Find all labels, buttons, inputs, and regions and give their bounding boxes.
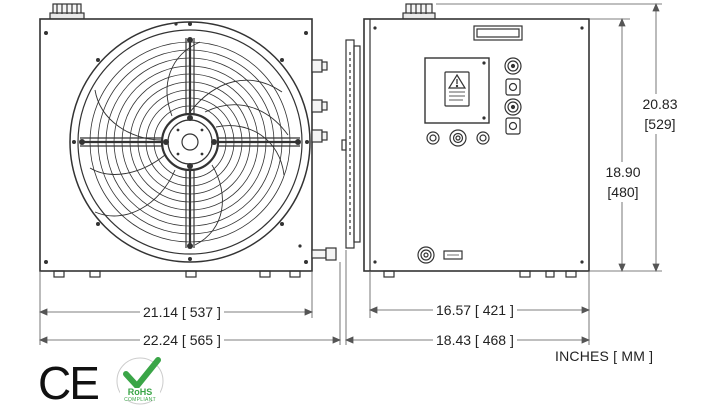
ports xyxy=(426,129,490,147)
fan-hub xyxy=(160,112,220,172)
side-housing xyxy=(363,18,590,272)
side-filler-cap xyxy=(402,3,436,20)
front-feet xyxy=(53,270,301,278)
control-knobs xyxy=(504,57,522,135)
front-filler-cap xyxy=(49,3,85,20)
dim-overall-height: 20.83 [529] xyxy=(632,94,688,134)
units-label: INCHES [ MM ] xyxy=(555,348,654,364)
dim-side-overall-width: 18.43 [ 468 ] xyxy=(433,332,517,348)
rohs-label: RoHS xyxy=(127,387,153,397)
dim-body-height-mm: [480] xyxy=(607,184,639,200)
ce-mark-icon: CE xyxy=(38,357,100,409)
vent-slot xyxy=(473,25,523,41)
dim-side-width: 16.57 [ 421 ] xyxy=(433,302,517,318)
front-side-fittings xyxy=(311,59,337,261)
side-fan-guard xyxy=(341,39,361,249)
drain-fitting xyxy=(417,246,463,264)
front-view xyxy=(39,3,337,278)
side-feet xyxy=(383,270,577,278)
rohs-checkmark-icon xyxy=(116,357,164,405)
dim-front-overall-width: 22.24 [ 565 ] xyxy=(140,332,224,348)
rohs-compliant-label: COMPLIANT xyxy=(124,397,156,403)
electrical-panel xyxy=(424,57,490,124)
dim-body-height: 18.90 [480] xyxy=(598,162,648,202)
warning-label-icon xyxy=(444,71,470,107)
dim-front-width: 21.14 [ 537 ] xyxy=(140,304,224,320)
dim-overall-height-in: 20.83 xyxy=(642,96,678,112)
side-view xyxy=(341,3,590,278)
dim-overall-height-mm: [529] xyxy=(644,116,676,132)
dim-body-height-in: 18.90 xyxy=(605,164,641,180)
fan-blades xyxy=(89,41,289,246)
